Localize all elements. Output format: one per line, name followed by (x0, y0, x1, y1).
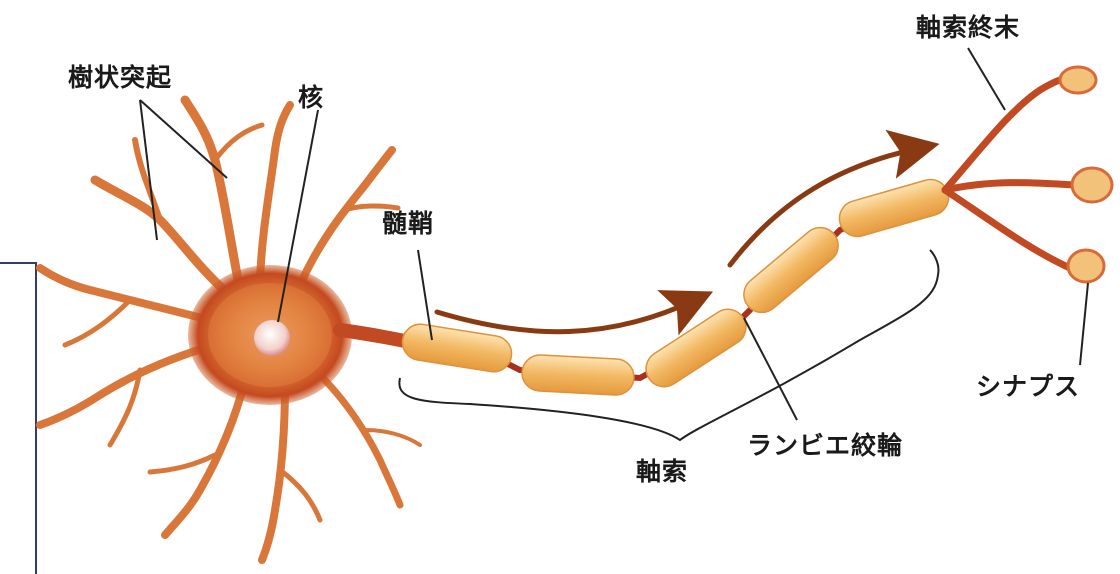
nucleus-shape (254, 320, 290, 356)
signal-arrows (437, 148, 920, 332)
label-axon-terminal: 軸索終末 (916, 8, 1020, 44)
myelin-sheaths (400, 175, 953, 396)
label-axon: 軸索 (636, 452, 688, 488)
label-synapse: シナプス (976, 367, 1080, 403)
label-nucleus: 核 (298, 78, 324, 114)
label-node-of-ranvier: ランビエ絞輪 (747, 426, 903, 462)
label-myelin: 髄鞘 (382, 204, 434, 240)
label-dendrite: 樹状突起 (68, 58, 172, 94)
synaptic-knobs (1060, 67, 1112, 282)
axon-terminals (945, 78, 1075, 268)
